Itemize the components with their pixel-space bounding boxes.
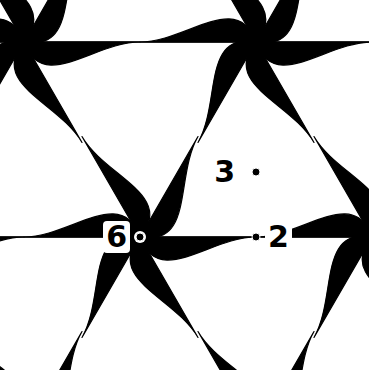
pinwheel-blade (130, 237, 198, 337)
lattice-line (0, 41, 369, 43)
rotation-order-label: 3 (211, 156, 238, 188)
pinwheel-blade (362, 237, 369, 337)
pinwheel-blade (246, 42, 314, 142)
pinwheel-blade (0, 237, 24, 260)
rotation-order-label: 6 (103, 221, 130, 253)
pinwheel-blade (24, 332, 82, 370)
pinwheel-blade (14, 42, 82, 142)
pinwheel-blade (0, 332, 34, 370)
pinwheel-blade (140, 237, 256, 260)
pinwheel-blade (314, 236, 369, 337)
rotation-order-label: 2 (265, 221, 292, 253)
pinwheel-blade (0, 19, 24, 42)
rotation-point (252, 233, 260, 241)
pinwheel-blade (140, 19, 256, 42)
pinwheel-blade (198, 332, 266, 370)
center-ring (134, 231, 146, 243)
lattice-line (0, 236, 369, 238)
pinwheel-blade (256, 42, 369, 65)
pinwheel-blade (256, 332, 314, 370)
rotation-point (252, 168, 260, 176)
pinwheel-blade (24, 42, 140, 65)
rotation-point (136, 233, 144, 241)
